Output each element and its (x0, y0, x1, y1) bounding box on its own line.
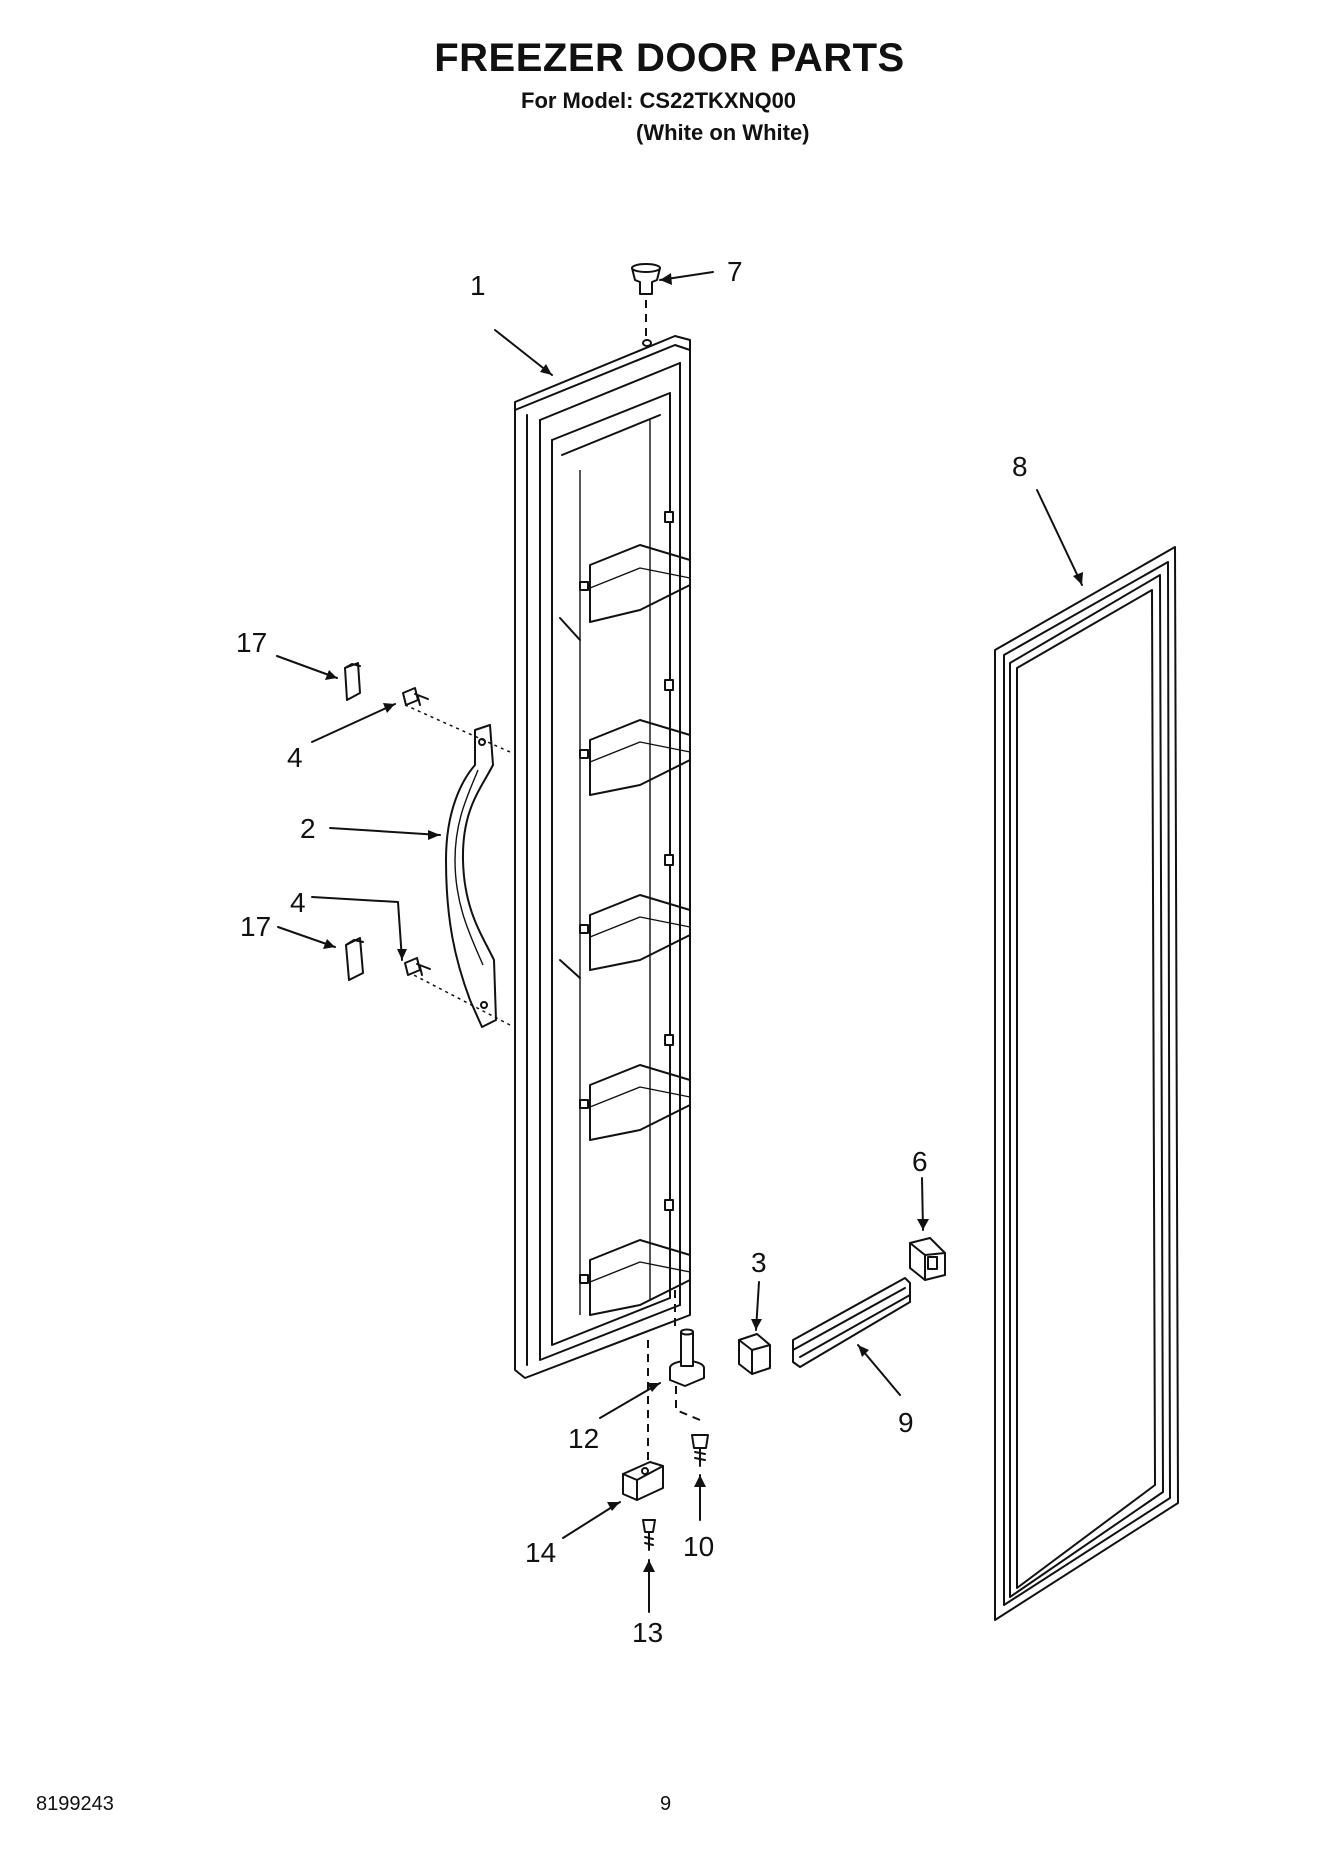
handle-screw-upper (402, 687, 429, 706)
callout-17-lower: 17 (240, 911, 271, 942)
callout-3: 3 (751, 1247, 767, 1278)
handle-screw-lower (404, 957, 431, 976)
callout-10: 10 (683, 1531, 714, 1562)
freezer-door (514, 335, 691, 1379)
door-rail (792, 1277, 911, 1368)
callout-14: 14 (525, 1537, 556, 1568)
callout-2: 2 (300, 813, 316, 844)
hinge-bracket-part (622, 1461, 664, 1501)
bracket-screw-part (642, 1519, 656, 1551)
hinge-cap-part (631, 263, 661, 340)
rail-end-cap (909, 1237, 946, 1281)
callout-9: 9 (898, 1407, 914, 1438)
callout-17-upper: 17 (236, 627, 267, 658)
variant-line: (White on White) (636, 120, 810, 145)
document-number: 8199243 (36, 1793, 114, 1815)
callout-7: 7 (727, 256, 743, 287)
hinge-screw-part (691, 1434, 709, 1467)
callout-13: 13 (632, 1617, 663, 1648)
page-number: 9 (660, 1793, 672, 1815)
callout-12: 12 (568, 1423, 599, 1454)
door-gasket (994, 546, 1179, 1621)
model-line: For Model: CS22TKXNQ00 (521, 88, 797, 113)
callout-4-lower: 4 (290, 887, 306, 918)
door-handle (404, 704, 511, 1028)
callout-1: 1 (470, 270, 486, 301)
bottom-hinge-pin (647, 1290, 705, 1470)
handle-plug-lower (345, 937, 364, 981)
callout-leaders (276, 271, 1083, 1613)
page-title: FREEZER DOOR PARTS (434, 36, 905, 80)
closure-cam-part (738, 1333, 771, 1375)
callout-6: 6 (912, 1146, 928, 1177)
callout-8: 8 (1012, 451, 1028, 482)
callout-4-upper: 4 (287, 742, 303, 773)
handle-plug-upper (344, 662, 361, 701)
